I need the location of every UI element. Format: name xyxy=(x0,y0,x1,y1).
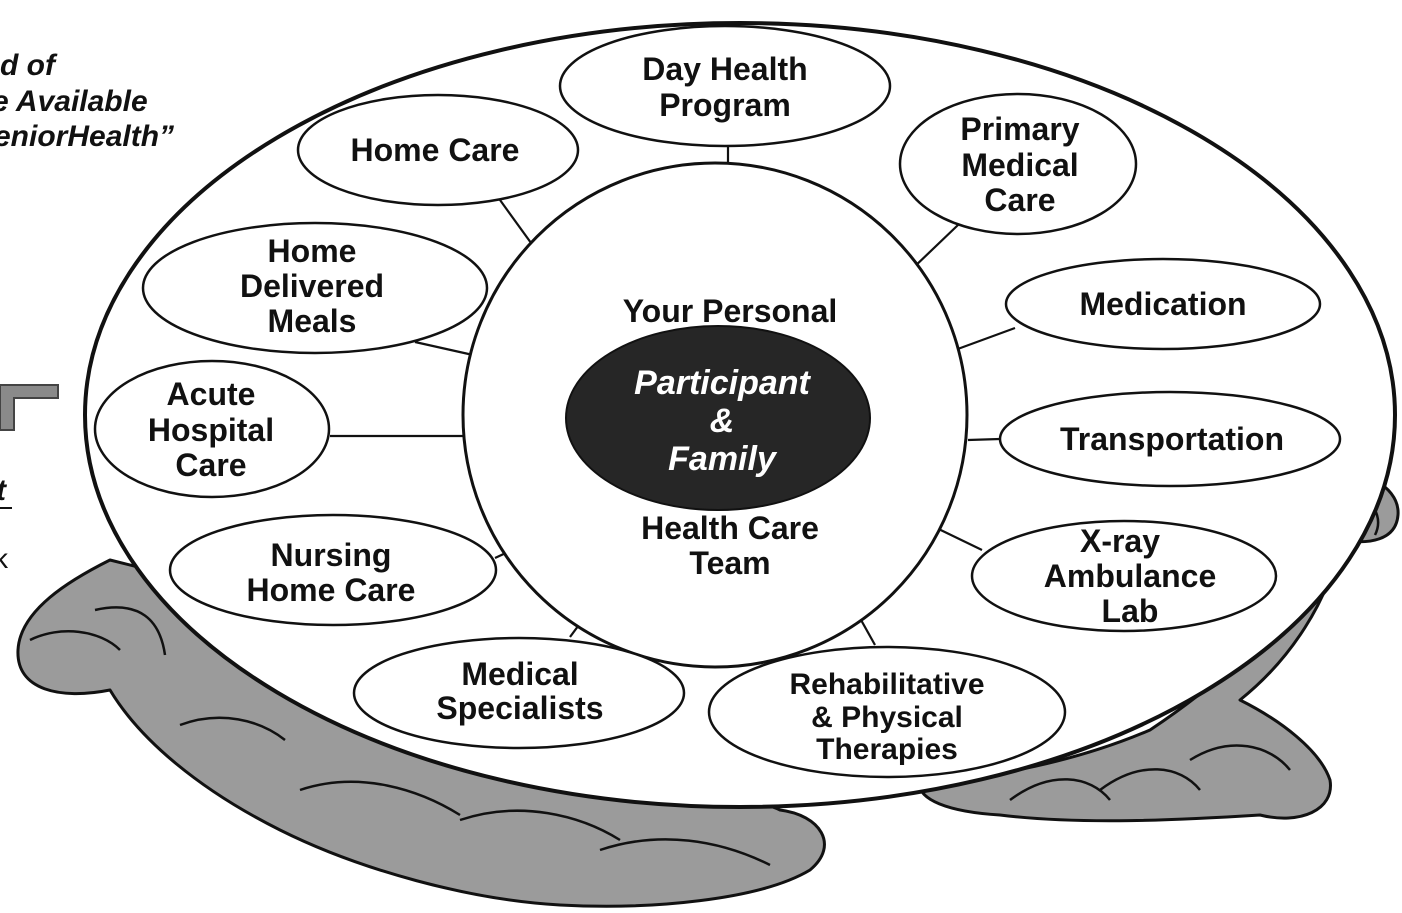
node-rehab-physical-therapies xyxy=(707,645,1067,779)
home-delivered-line2: Delivered xyxy=(240,268,384,304)
left-hand-lines xyxy=(29,606,771,867)
day-health-line1: Day Health xyxy=(642,51,807,87)
acute-hospital-line1: Acute xyxy=(167,376,256,412)
day-health-line2: Program xyxy=(659,87,791,123)
rehab-line1: Rehabilitative xyxy=(789,668,984,701)
rehab-line2: & Physical xyxy=(811,701,963,734)
node-primary-medical-care xyxy=(898,92,1138,236)
core-line2: & xyxy=(710,402,735,440)
acute-hospital-line2: Hospital xyxy=(148,412,274,448)
acute-hospital-line3: Care xyxy=(175,447,246,483)
participant-core xyxy=(565,325,871,511)
team-bottom-line1: Health Care xyxy=(641,510,819,546)
xray-line3: Lab xyxy=(1102,593,1159,629)
core-line3: Family xyxy=(668,440,778,478)
primary-medical-line1: Primary xyxy=(960,111,1079,147)
side-text-line3: eniorHealth” xyxy=(0,120,174,153)
node-home-care xyxy=(296,93,580,207)
home-care-label: Home Care xyxy=(351,132,520,168)
side-text-line1: d of xyxy=(0,49,58,82)
node-acute-hospital-care xyxy=(93,359,331,499)
home-delivered-line1: Home xyxy=(268,233,357,269)
xray-line1: X-ray xyxy=(1080,523,1160,559)
side-fragment-k: k xyxy=(0,543,9,574)
node-home-delivered-meals xyxy=(141,221,489,355)
node-medical-specialists xyxy=(352,636,686,750)
rehab-line3: Therapies xyxy=(816,733,958,766)
medical-specialists-line2: Specialists xyxy=(436,690,603,726)
nursing-home-line1: Nursing xyxy=(271,537,392,573)
medical-specialists-line1: Medical xyxy=(461,656,578,692)
team-bottom-line2: Team xyxy=(689,545,770,581)
home-delivered-line3: Meals xyxy=(268,303,357,339)
node-transportation xyxy=(998,390,1342,488)
primary-medical-line3: Care xyxy=(984,182,1055,218)
medication-label: Medication xyxy=(1079,286,1246,322)
node-day-health-program xyxy=(558,24,892,148)
team-top-label: Your Personal xyxy=(623,293,838,329)
core-line1: Participant xyxy=(634,364,811,402)
transportation-label: Transportation xyxy=(1060,421,1284,457)
nursing-home-line2: Home Care xyxy=(247,572,416,608)
xray-line2: Ambulance xyxy=(1044,558,1216,594)
node-xray-ambulance-lab xyxy=(970,519,1278,633)
side-text-line2: e Available xyxy=(0,85,148,118)
side-fragment-t: t xyxy=(0,474,8,507)
node-medication xyxy=(1004,257,1322,351)
primary-medical-line2: Medical xyxy=(961,147,1078,183)
node-nursing-home-care xyxy=(168,513,498,627)
partial-logo-shape xyxy=(0,384,59,431)
